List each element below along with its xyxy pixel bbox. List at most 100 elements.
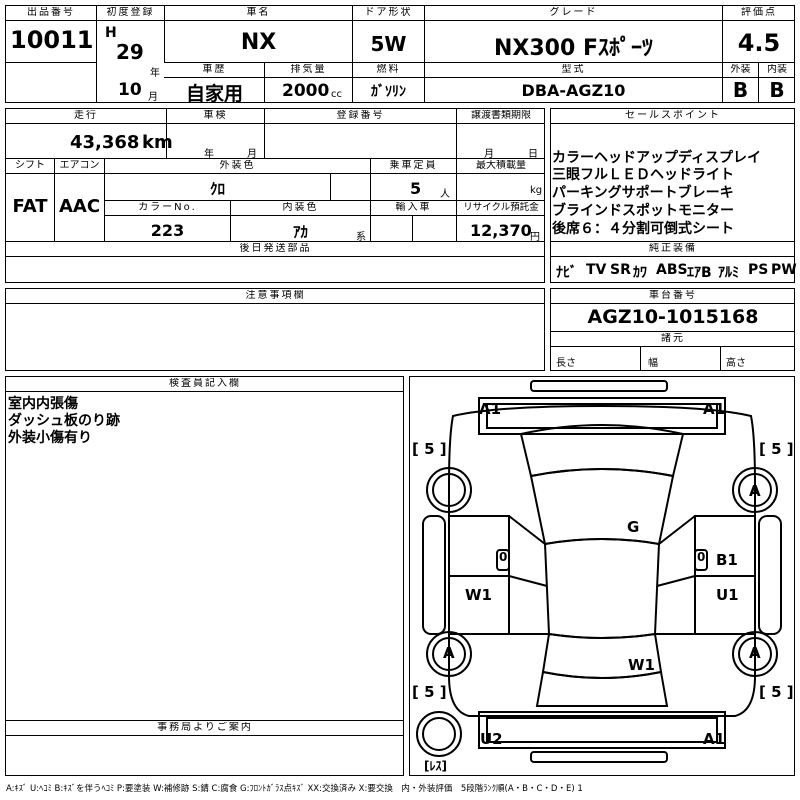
score: 4.5: [737, 29, 781, 57]
shift: FAT: [12, 196, 48, 217]
equipment-pw: PW: [771, 262, 797, 278]
int-color-unit: 系: [356, 232, 366, 243]
recycle-unit: 円: [530, 232, 540, 243]
door-label: ドア形状: [364, 7, 413, 18]
equipment-airbag: ｴｱB: [687, 265, 712, 281]
mark-left-door: W1: [465, 586, 492, 604]
length-label: 長さ: [556, 358, 576, 369]
reg-year: 29: [116, 40, 144, 64]
mark-tire-front-left: [ 5 ]: [412, 440, 447, 458]
header-block: [5, 5, 795, 103]
max-load-label: 最大積載量: [476, 160, 526, 171]
door: 5W: [370, 32, 407, 56]
transfer-day-unit: 日: [528, 149, 538, 160]
grade: NX300 Fｽﾎﾟｰﾂ: [494, 36, 653, 61]
capacity-unit: 人: [440, 189, 450, 200]
fuel: ｶﾞｿﾘﾝ: [371, 84, 406, 100]
equipment-sunroof: SR: [610, 262, 631, 278]
defect-legend: A:ｷｽﾞ U:ﾍｺﾐ B:ｷｽﾞを伴うﾍｺﾐ P:要塗装 W:補修跡 S:錆 …: [6, 784, 583, 794]
color-no-label: カラーNo.: [138, 202, 197, 213]
mark-roof: W1: [628, 656, 655, 674]
mark-wheel-rear-right: A: [749, 644, 761, 662]
fuel-label: 燃料: [376, 64, 401, 75]
lot-no: 10011: [10, 26, 94, 54]
inspector-note-1: 室内内張傷: [8, 396, 78, 412]
ext-color-label: 外装色: [219, 160, 256, 171]
shift-label: シフト: [15, 160, 45, 171]
notes-block: [5, 288, 545, 371]
car-diagram-block: [409, 376, 795, 776]
interior-label: 内装: [767, 64, 787, 75]
exterior-label: 外装: [730, 64, 751, 75]
sales-point-5: 後席６：４分割可倒式シート: [552, 221, 734, 237]
int-color: ｱｶ: [292, 223, 308, 241]
mileage-unit: km: [142, 132, 173, 153]
history: 自家用: [185, 83, 243, 105]
capacity-label: 乗車定員: [389, 160, 438, 171]
inspector-block: [5, 376, 404, 776]
equipment-abs: ABS: [656, 262, 688, 278]
equipment-label: 純正装備: [649, 243, 697, 254]
car-name-label: 車名: [246, 7, 271, 18]
first-reg-label: 初度登録: [106, 7, 155, 18]
equipment-ps: PS: [748, 262, 769, 278]
mark-wheel-rear-left: A: [443, 644, 455, 662]
reg-no-label: 登録番号: [336, 110, 385, 121]
ext-color: ｸﾛ: [209, 180, 225, 198]
chassis-label: 車台番号: [649, 290, 697, 301]
width-label: 幅: [648, 358, 658, 369]
transfer-month-unit: 月: [484, 149, 494, 160]
mark-tire-rear-left: [ 5 ]: [412, 683, 447, 701]
inspection-label: 車検: [203, 110, 228, 121]
displacement-unit: cc: [331, 89, 342, 100]
displacement-label: 排気量: [290, 64, 327, 75]
office-label: 事務局よりご案内: [157, 722, 253, 733]
capacity: 5: [410, 179, 422, 198]
details-block: [5, 108, 545, 283]
mark-windshield: G: [627, 518, 640, 536]
inspection-month-unit: 月: [247, 149, 257, 160]
max-load-unit: kg: [530, 185, 543, 196]
model-label: 型式: [561, 64, 586, 75]
ac-label: エアコン: [59, 160, 100, 171]
mark-rear-left: U2: [480, 730, 503, 748]
equipment-leather: ｶﾜ: [633, 265, 647, 281]
car-name: NX: [240, 30, 277, 55]
mark-tire-front-right: [ 5 ]: [759, 440, 794, 458]
era: H: [105, 25, 117, 41]
inspection-year-unit: 年: [204, 149, 214, 160]
chassis-number: AGZ10-1015168: [587, 306, 759, 328]
month-unit: 月: [148, 92, 158, 103]
dims-label: 諸元: [661, 333, 685, 344]
lot-no-label: 出品番号: [27, 7, 75, 18]
sales-point-4: ブラインドスポットモニター: [552, 203, 734, 219]
transfer-label: 譲渡書類期限: [471, 110, 531, 121]
mileage: 43,368: [70, 132, 140, 153]
mark-spare: [ﾚｽ]: [424, 759, 447, 773]
history-label: 車歴: [202, 64, 227, 75]
recycle-label: リサイクル預託金: [463, 202, 539, 213]
equipment-nav: ﾅﾋﾞ: [556, 265, 577, 281]
grade-label: グレード: [549, 7, 598, 18]
car-diagram: [416, 380, 782, 763]
inspector-label: 検査員記入欄: [169, 378, 241, 389]
color-no: 223: [150, 221, 185, 240]
import-label: 輸入車: [395, 202, 432, 213]
mark-right-door: U1: [716, 586, 739, 604]
height-label: 高さ: [726, 358, 746, 369]
mark-rear-right: A1: [703, 730, 726, 748]
ac: AAC: [58, 196, 101, 217]
mark-front-right: A1: [703, 400, 726, 418]
int-color-label: 内装色: [282, 202, 319, 213]
mark-left-mirror: 0: [499, 550, 508, 564]
inspector-note-2: ダッシュ板のり跡: [8, 413, 120, 429]
sales-points-label: セールスポイント: [625, 110, 721, 121]
mark-tire-rear-right: [ 5 ]: [759, 683, 794, 701]
model: DBA-AGZ10: [521, 81, 626, 100]
mileage-label: 走行: [74, 110, 98, 121]
sales-point-2: 三眼フルＬＥＤヘッドライト: [552, 167, 734, 183]
mark-right-fender: B1: [716, 551, 738, 569]
year-unit: 年: [150, 68, 160, 79]
score-label: 評価点: [741, 7, 777, 18]
